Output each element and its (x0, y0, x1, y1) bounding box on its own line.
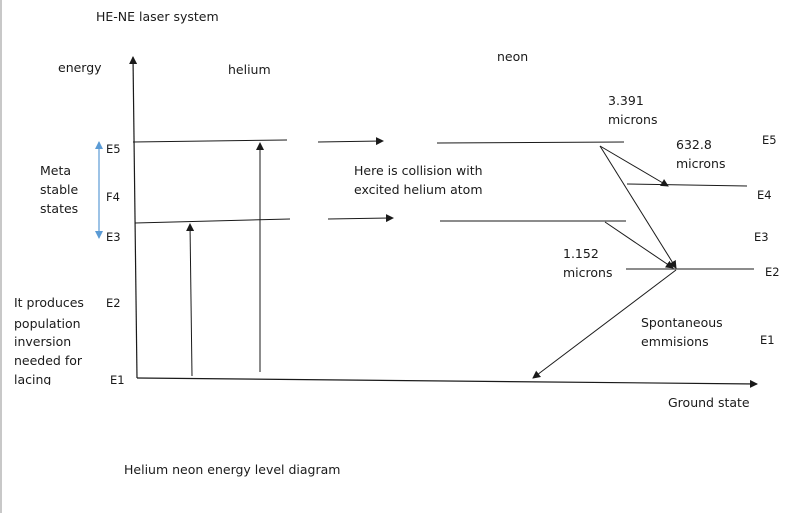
right-level-e2: E2 (765, 265, 780, 279)
metastable-line: stable (40, 182, 79, 197)
ground-state-label: Ground state (668, 395, 750, 410)
neon-level-e4 (626, 183, 748, 187)
transition-label-1152: 1.152 (563, 246, 599, 261)
energy-axis-label: energy (58, 60, 102, 75)
transition-label-6328-unit: microns (676, 156, 726, 171)
diagram-caption: Helium neon energy level diagram (124, 462, 341, 477)
metastable-line: states (40, 201, 79, 216)
right-level-e4: E4 (757, 188, 772, 202)
population-note-line: lacing (14, 372, 52, 385)
transition-label-3391-unit: microns (608, 112, 658, 127)
transfer-arrow-e5 (317, 137, 384, 146)
spontaneous-emission-arrow (532, 269, 677, 379)
collision-note-line: excited helium atom (354, 182, 483, 197)
helium-label: helium (228, 62, 271, 77)
transition-arrow-632nm (599, 145, 669, 187)
ground-state-axis (136, 377, 758, 388)
transition-label-1152-unit: microns (563, 265, 613, 280)
left-level-e2: E2 (106, 296, 121, 310)
population-note-line: inversion (14, 334, 72, 349)
spontaneous-label-line2: emmisions (641, 334, 709, 349)
metastable-line: Meta (40, 163, 72, 178)
left-level-e5: E5 (106, 142, 121, 156)
left-level-e1: E1 (110, 373, 125, 387)
collision-note-line: Here is collision with (354, 163, 483, 178)
diagram-title: HE-NE laser system (96, 9, 219, 24)
spontaneous-label: Spontaneous (641, 315, 723, 330)
energy-axis (129, 56, 138, 379)
transfer-arrow-e3 (327, 214, 394, 223)
transition-arrow-3391nm (599, 145, 677, 269)
right-level-e5: E5 (762, 133, 777, 147)
helium-level-e5 (132, 139, 288, 143)
neon-label: neon (497, 49, 529, 64)
left-level-e3: E3 (106, 230, 121, 244)
neon-level-e5 (436, 141, 625, 144)
right-level-e1: E1 (760, 333, 775, 347)
left-level-e4: F4 (106, 190, 120, 204)
transition-label-6328: 632.8 (676, 137, 712, 152)
helium-level-e3 (134, 218, 291, 224)
population-note-line: population (14, 316, 81, 331)
page-border (0, 0, 2, 513)
transition-arrow-1152nm (604, 221, 674, 269)
right-level-e3: E3 (754, 230, 769, 244)
helium-excitation-arrow-e3 (186, 223, 195, 377)
population-note-line: needed for (14, 353, 83, 368)
transition-label-3391: 3.391 (608, 93, 644, 108)
population-note-line: It produces (14, 295, 84, 310)
